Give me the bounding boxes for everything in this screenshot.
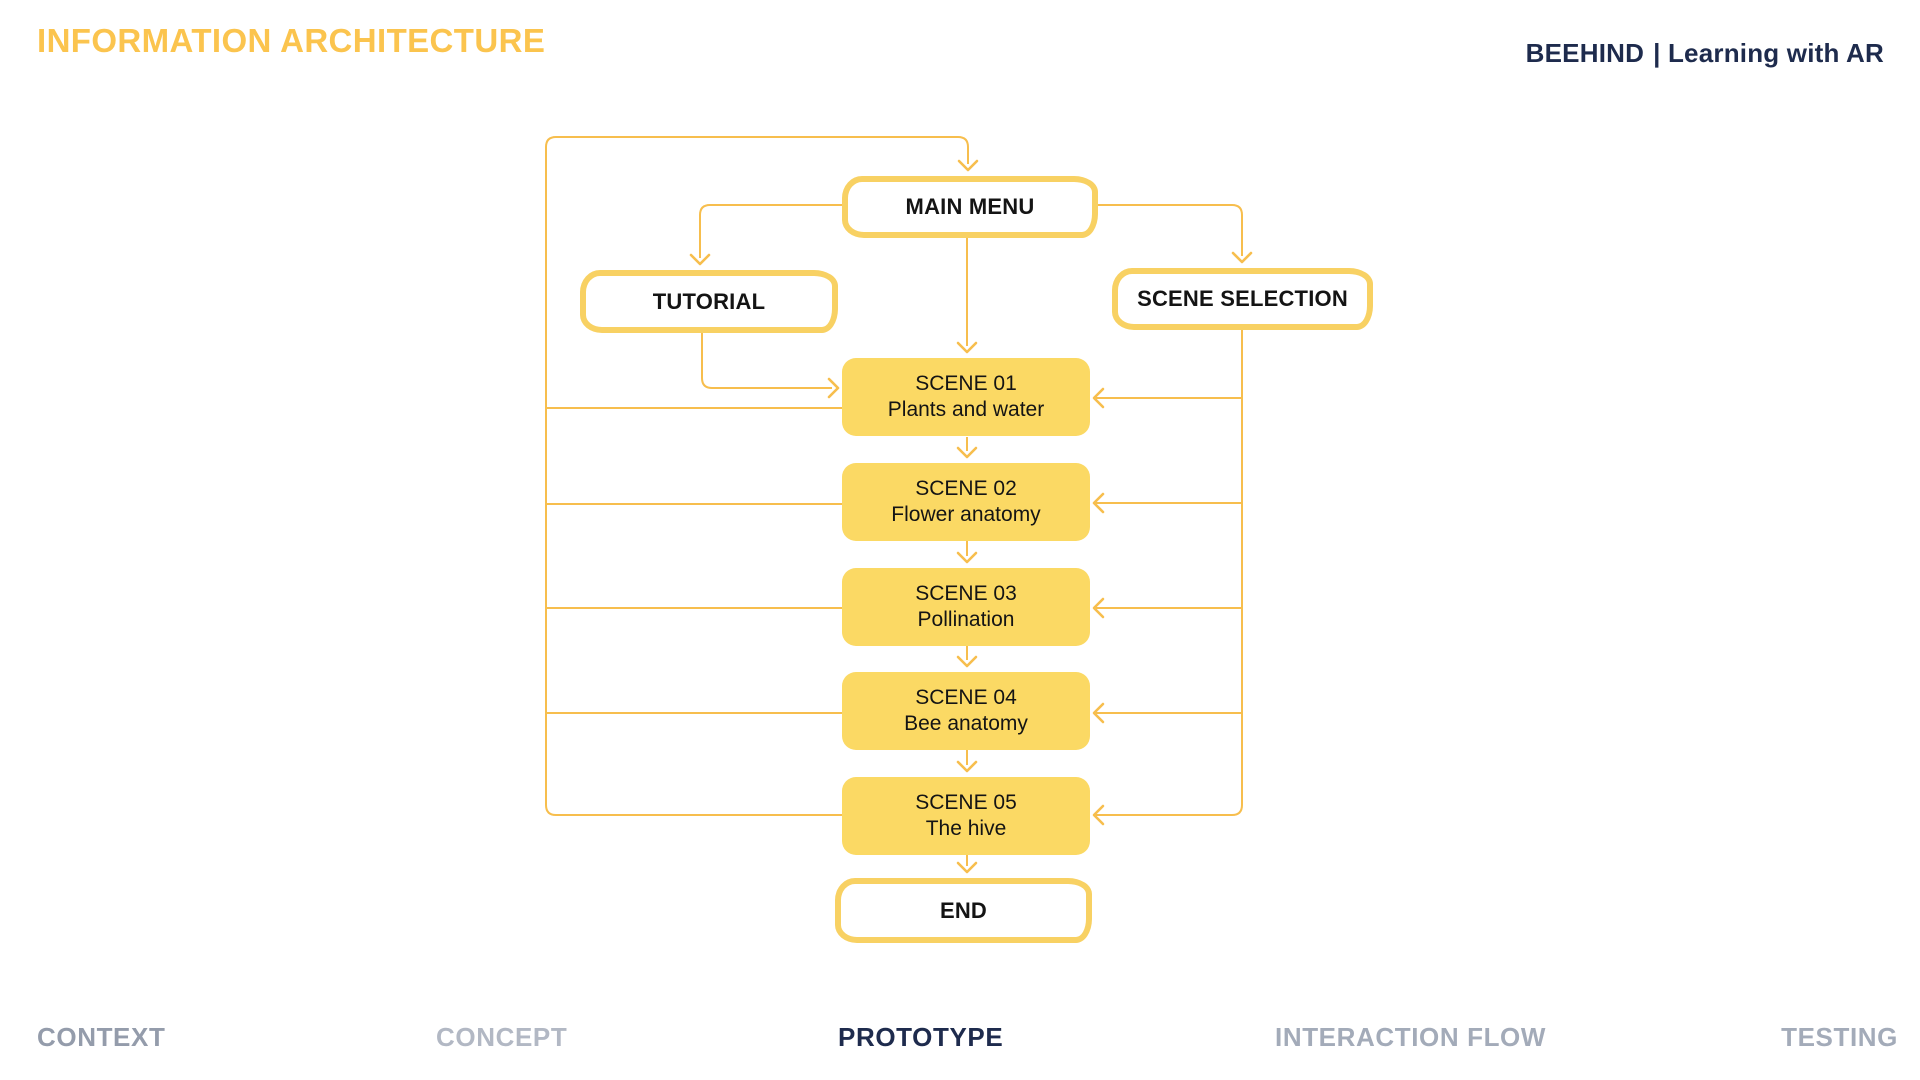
scene-subtitle: Bee anatomy (904, 712, 1028, 735)
scene-title: SCENE 02 (915, 477, 1017, 500)
footer-nav-item-context[interactable]: CONTEXT (37, 1022, 166, 1052)
flow-node-label: MAIN MENU (905, 194, 1035, 219)
page-title: INFORMATION ARCHITECTURE (37, 22, 546, 59)
brand-logo: BEEHIND | Learning with AR (1526, 38, 1884, 69)
footer-nav-item-prototype[interactable]: PROTOTYPE (838, 1022, 1004, 1052)
flow-node-label: END (939, 897, 988, 923)
scene-subtitle: Plants and water (887, 398, 1045, 421)
footer-nav-item-testing[interactable]: TESTING (1781, 1022, 1898, 1052)
scene-subtitle: Pollination (917, 608, 1015, 631)
flow-node-scene-selection: SCENE SELECTION (1112, 268, 1373, 330)
brand-name: BEEHIND (1525, 38, 1645, 68)
scene-title: SCENE 01 (915, 372, 1017, 395)
brand-tagline: | Learning with AR (1653, 38, 1884, 68)
flow-node-main-menu: MAIN MENU (842, 176, 1098, 238)
flow-node-tutorial: TUTORIAL (580, 270, 838, 333)
flow-node-scene-02: SCENE 02 Flower anatomy (842, 463, 1090, 541)
flow-node-label: TUTORIAL (652, 288, 766, 314)
flow-node-label: SCENE SELECTION (1137, 286, 1348, 311)
footer-nav-item-interaction-flow[interactable]: INTERACTION FLOW (1275, 1022, 1547, 1052)
scene-subtitle: Flower anatomy (891, 503, 1041, 526)
scene-subtitle: The hive (925, 817, 1007, 840)
flow-node-end: END (835, 878, 1092, 943)
flow-node-scene-05: SCENE 05 The hive (842, 777, 1090, 855)
flow-node-scene-03: SCENE 03 Pollination (842, 568, 1090, 646)
scene-title: SCENE 03 (915, 582, 1017, 605)
flow-node-scene-04: SCENE 04 Bee anatomy (842, 672, 1090, 750)
footer-nav-item-concept[interactable]: CONCEPT (436, 1022, 568, 1052)
scene-title: SCENE 04 (915, 686, 1017, 709)
scene-title: SCENE 05 (915, 791, 1017, 814)
flow-node-scene-01: SCENE 01 Plants and water (842, 358, 1090, 436)
